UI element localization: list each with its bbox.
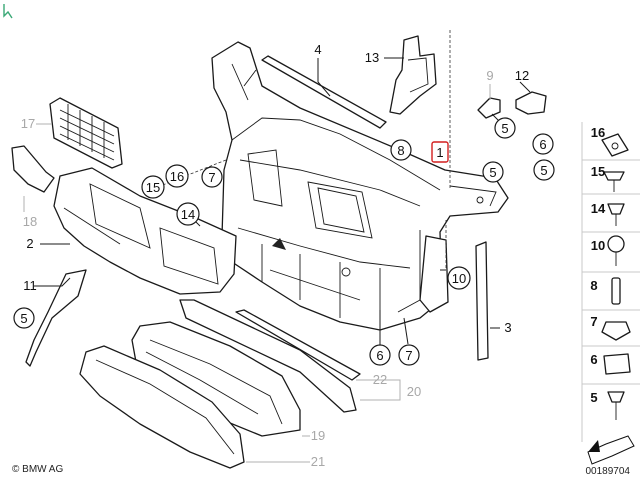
support-arm-part[interactable] [25,269,87,367]
upper-seal-strip-part[interactable] [261,55,387,129]
svg-text:16: 16 [170,169,184,184]
bracket-13-part[interactable] [389,35,437,115]
side-label-15: 15 [591,164,605,179]
side-label-10: 10 [591,238,605,253]
callout-20[interactable]: 20 [407,384,421,399]
svg-text:6: 6 [376,348,383,363]
svg-text:8: 8 [397,143,404,158]
callout-11[interactable]: 11 [23,278,37,293]
diagram-number: 00189704 [586,466,631,477]
callout-5-circle[interactable]: 5 [533,159,555,181]
svg-text:6: 6 [539,137,546,152]
callout-6-circle[interactable]: 6 [532,133,554,155]
pin-8-icon [611,277,621,305]
bracket-12-part[interactable] [515,91,547,115]
side-label-5: 5 [590,390,597,405]
svg-text:15: 15 [146,180,160,195]
screw-15-icon [603,171,625,181]
callout-1[interactable]: 1 [436,145,443,160]
callout-21[interactable]: 21 [311,454,325,469]
reference-line [159,159,227,187]
callout-15-circle[interactable]: 15 [141,175,165,199]
svg-text:7: 7 [405,348,412,363]
side-label-14: 14 [591,201,606,216]
side-label-16: 16 [591,125,605,140]
callout-14-circle[interactable]: 14 [176,202,200,226]
vertical-strip-part[interactable] [475,241,489,361]
callout-9[interactable]: 9 [486,68,493,83]
callout-3[interactable]: 3 [504,320,511,335]
callout-2[interactable]: 2 [26,236,33,251]
callout-18[interactable]: 18 [23,214,37,229]
callout-5-circle[interactable]: 5 [482,161,504,183]
side-label-8: 8 [590,278,597,293]
lower-strip-part[interactable] [179,299,361,413]
svg-text:10: 10 [452,271,466,286]
grille-outer-21-part[interactable] [79,345,245,469]
svg-text:7: 7 [208,170,215,185]
bracket-9-part[interactable] [477,97,501,119]
side-label-7: 7 [590,314,597,329]
clip-6-icon [603,353,631,375]
grille-insert-17-part[interactable] [49,97,123,169]
svg-text:5: 5 [20,311,27,326]
side-plate-18-part[interactable] [11,145,55,193]
callout-7-circle[interactable]: 7 [201,166,223,188]
screw-5-icon [607,391,625,403]
callout-5-circle[interactable]: 5 [494,117,516,139]
svg-text:14: 14 [181,207,195,222]
callout-1-highlight [431,141,449,163]
expanding-rivet-14-icon [607,203,625,215]
callout-6-circle[interactable]: 6 [369,344,391,366]
svg-text:5: 5 [540,163,547,178]
side-part-icons [601,133,631,420]
callout-4[interactable]: 4 [314,42,321,57]
callout-5-circle[interactable]: 5 [13,307,35,329]
air-duct-part[interactable] [53,167,237,295]
svg-text:5: 5 [489,165,496,180]
rivet-10-icon [607,235,625,253]
side-panel-frame [581,122,640,442]
side-label-6: 6 [590,352,597,367]
callout-19[interactable]: 19 [311,428,325,443]
svg-text:5: 5 [501,121,508,136]
grille-frame-19-part[interactable] [131,321,301,437]
callout-12[interactable]: 12 [515,68,529,83]
callout-22[interactable]: 22 [373,372,387,387]
callout-10-circle[interactable]: 10 [447,266,471,290]
clip-nut-16-icon [601,133,629,157]
callout-16-circle[interactable]: 16 [165,164,189,188]
callout-7-circle[interactable]: 7 [398,344,420,366]
arrow-icon [587,435,635,465]
side-panel-10-part[interactable] [419,235,449,313]
callout-13[interactable]: 13 [365,50,379,65]
nut-7-icon [601,321,631,341]
cursor-icon [3,4,13,19]
copyright-text: © BMW AG [12,464,63,475]
callout-17[interactable]: 17 [21,116,35,131]
callout-8-circle[interactable]: 8 [390,139,412,161]
